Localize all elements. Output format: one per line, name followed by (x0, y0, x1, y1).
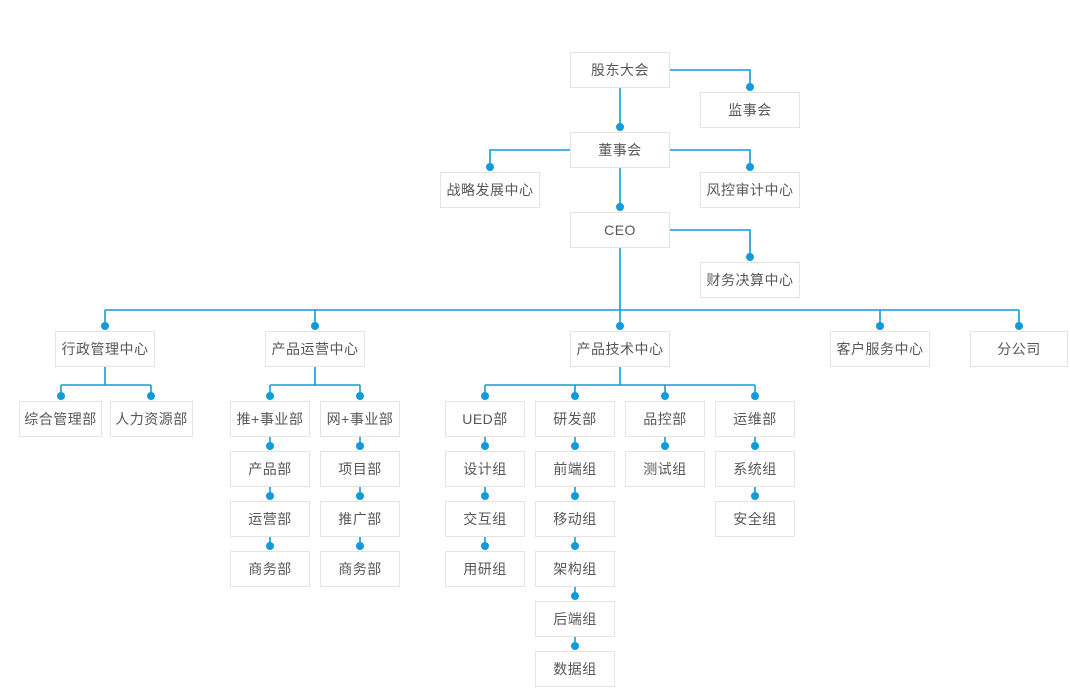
org-node-frontend-group: 前端组 (535, 451, 615, 487)
org-node-branch-company: 分公司 (970, 331, 1068, 367)
org-node-promotion-dept: 推广部 (320, 501, 400, 537)
org-node-hr-dept: 人力资源部 (110, 401, 193, 437)
connector-dot (571, 542, 579, 550)
org-node-product-dept: 产品部 (230, 451, 310, 487)
connector-dot (661, 392, 669, 400)
org-node-finance-center: 财务决算中心 (700, 262, 800, 298)
org-node-testing-group: 测试组 (625, 451, 705, 487)
connector-dot (486, 163, 494, 171)
connector-dot (571, 442, 579, 450)
connector-dot (147, 392, 155, 400)
connector-dot (751, 492, 759, 500)
connector-dot (481, 492, 489, 500)
org-node-design-group: 设计组 (445, 451, 525, 487)
org-node-risk-audit-center: 风控审计中心 (700, 172, 800, 208)
org-node-ued-dept: UED部 (445, 401, 525, 437)
org-node-qc-dept: 品控部 (625, 401, 705, 437)
connector-dot (571, 642, 579, 650)
org-node-architecture-group: 架构组 (535, 551, 615, 587)
connector-dot (101, 322, 109, 330)
org-node-business-dept-right: 商务部 (320, 551, 400, 587)
connector-dot (356, 392, 364, 400)
connector-dot (571, 492, 579, 500)
connector-dot (356, 542, 364, 550)
org-node-admin-center: 行政管理中心 (55, 331, 155, 367)
connector-dot (746, 253, 754, 261)
connector-dot (356, 442, 364, 450)
connector-dot (616, 203, 624, 211)
connector-dot (746, 163, 754, 171)
connector-dot (266, 492, 274, 500)
connector-dot (616, 322, 624, 330)
connector-line (670, 229, 751, 257)
org-node-strategy-center: 战略发展中心 (440, 172, 540, 208)
org-node-mobile-group: 移动组 (535, 501, 615, 537)
org-node-tui-division: 推+事业部 (230, 401, 310, 437)
connector-dot (266, 392, 274, 400)
org-node-backend-group: 后端组 (535, 601, 615, 637)
org-node-rd-dept: 研发部 (535, 401, 615, 437)
connector-dot (571, 592, 579, 600)
org-node-wang-division: 网+事业部 (320, 401, 400, 437)
org-node-ceo: CEO (570, 212, 670, 248)
org-node-product-ops-center: 产品运营中心 (265, 331, 365, 367)
connector-line (670, 69, 751, 87)
connector-dot (571, 392, 579, 400)
connector-dot (481, 442, 489, 450)
connector-dot (266, 442, 274, 450)
org-node-data-group: 数据组 (535, 651, 615, 687)
org-node-system-group: 系统组 (715, 451, 795, 487)
org-node-product-tech-center: 产品技术中心 (570, 331, 670, 367)
connector-dot (481, 392, 489, 400)
connector-dot (57, 392, 65, 400)
connector-line (489, 149, 570, 167)
connector-dot (481, 542, 489, 550)
org-node-user-research-group: 用研组 (445, 551, 525, 587)
connector-dot (751, 392, 759, 400)
connector-dot (751, 442, 759, 450)
connector-dot (746, 83, 754, 91)
connector-dot (266, 542, 274, 550)
connector-dot (356, 492, 364, 500)
org-node-operations-dept: 运营部 (230, 501, 310, 537)
connector-line (670, 149, 751, 167)
org-node-customer-service-center: 客户服务中心 (830, 331, 930, 367)
org-node-interaction-group: 交互组 (445, 501, 525, 537)
connector-dot (661, 442, 669, 450)
connector-dot (1015, 322, 1023, 330)
org-node-security-group: 安全组 (715, 501, 795, 537)
org-node-board-of-directors: 董事会 (570, 132, 670, 168)
connector-dot (311, 322, 319, 330)
org-node-project-dept: 项目部 (320, 451, 400, 487)
org-node-supervisory-board: 监事会 (700, 92, 800, 128)
connector-dot (616, 123, 624, 131)
connector-dot (876, 322, 884, 330)
org-node-maintenance-dept: 运维部 (715, 401, 795, 437)
org-node-business-dept-left: 商务部 (230, 551, 310, 587)
org-node-general-admin-dept: 综合管理部 (19, 401, 102, 437)
org-node-shareholders-meeting: 股东大会 (570, 52, 670, 88)
